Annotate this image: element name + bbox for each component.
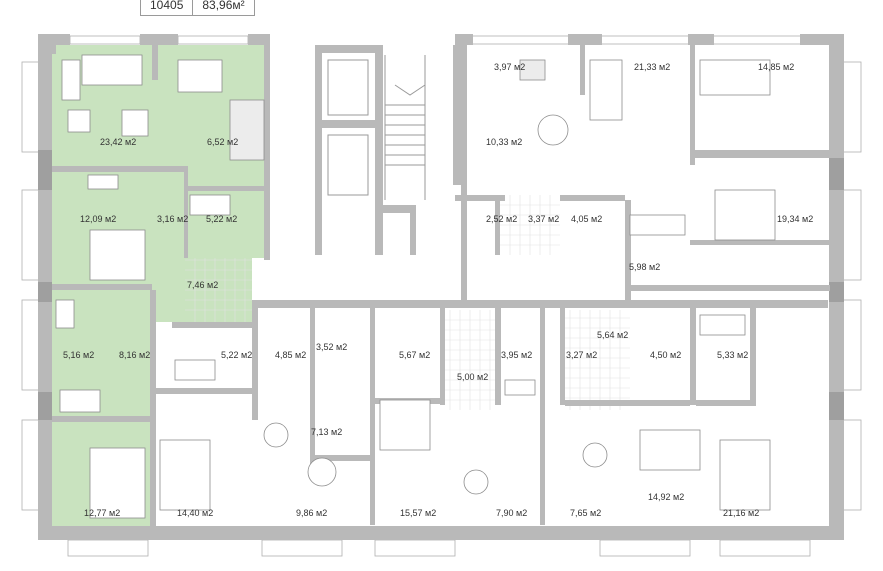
- room-label: 5,98 м2: [629, 262, 661, 272]
- room-label: 4,05 м2: [571, 214, 603, 224]
- room-label: 3,97 м2: [494, 62, 526, 72]
- room-label: 5,16 м2: [63, 350, 95, 360]
- room-label: 7,13 м2: [311, 427, 343, 437]
- room-label: 3,95 м2: [501, 350, 533, 360]
- outer-walls: [38, 34, 844, 540]
- room-label: 5,33 м2: [717, 350, 749, 360]
- room-label: 12,77 м2: [84, 508, 121, 518]
- room-label: 21,16 м2: [723, 508, 760, 518]
- room-label: 21,33 м2: [634, 62, 671, 72]
- room-label: 3,52 м2: [316, 342, 348, 352]
- room-label: 7,65 м2: [570, 508, 602, 518]
- inner-walls: [52, 45, 844, 526]
- room-label: 4,85 м2: [275, 350, 307, 360]
- room-label: 12,09 м2: [80, 214, 117, 224]
- furniture: [55, 54, 265, 519]
- room-label: 3,27 м2: [566, 350, 598, 360]
- furniture-other-units: [159, 59, 776, 511]
- tile-pattern: [185, 195, 630, 410]
- selected-apartment[interactable]: [52, 45, 268, 528]
- room-label: 5,00 м2: [457, 372, 489, 382]
- room-label: 6,52 м2: [207, 137, 239, 147]
- room-label: 10,33 м2: [486, 137, 523, 147]
- room-label: 7,90 м2: [496, 508, 528, 518]
- room-label: 19,34 м2: [777, 214, 814, 224]
- room-label: 2,52 м2: [486, 214, 518, 224]
- room-label: 5,22 м2: [206, 214, 238, 224]
- apartment-area: 83,96м²: [202, 0, 245, 12]
- room-label: 3,16 м2: [157, 214, 189, 224]
- tag-divider: [192, 0, 194, 15]
- room-label: 5,64 м2: [597, 330, 629, 340]
- room-label: 14,85 м2: [758, 62, 795, 72]
- room-label: 23,42 м2: [100, 137, 137, 147]
- room-label: 8,16 м2: [119, 350, 151, 360]
- room-label: 3,37 м2: [528, 214, 560, 224]
- room-label: 7,46 м2: [187, 280, 219, 290]
- stairwell: [327, 55, 426, 200]
- room-label: 4,50 м2: [650, 350, 682, 360]
- room-label: 5,22 м2: [221, 350, 253, 360]
- apartment-tag: 10405 83,96м²: [140, 0, 255, 16]
- room-label: 9,86 м2: [296, 508, 328, 518]
- room-label: 15,57 м2: [400, 508, 437, 518]
- room-label: 14,92 м2: [648, 492, 685, 502]
- apartment-number: 10405: [150, 0, 184, 12]
- room-label: 5,67 м2: [399, 350, 431, 360]
- room-label: 14,40 м2: [177, 508, 214, 518]
